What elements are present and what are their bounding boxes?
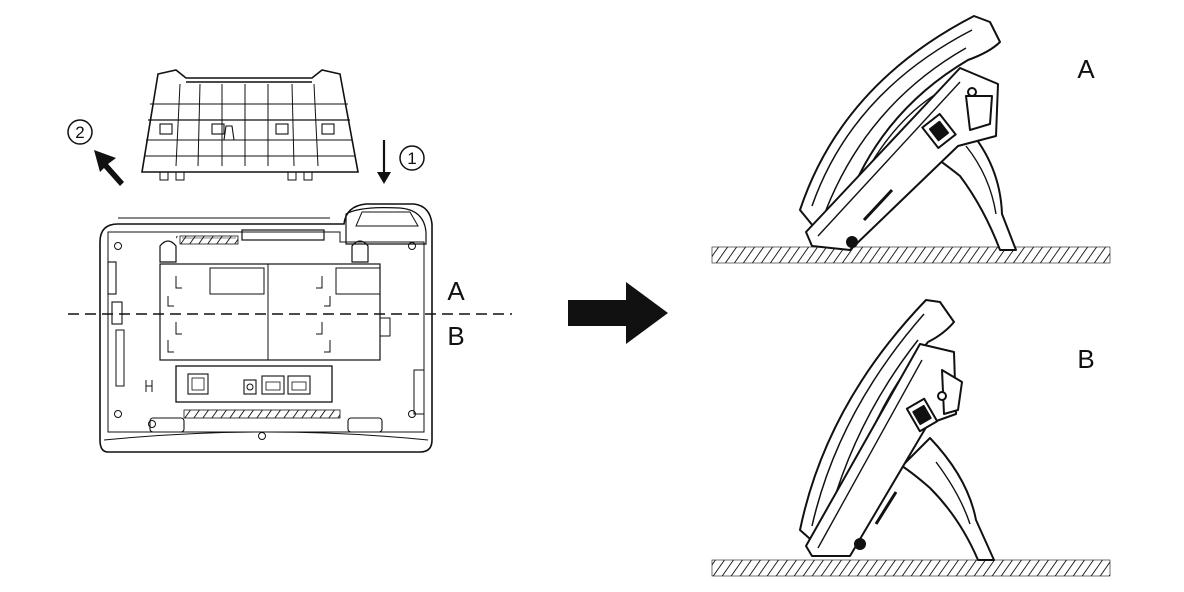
step-2-number: 2	[75, 123, 84, 142]
arrow-down-icon	[377, 140, 391, 184]
cut-label-lower: B	[447, 321, 464, 351]
step-2-marker: 2	[67, 119, 93, 145]
arrow-right-icon	[568, 282, 668, 344]
stand-bracket	[141, 69, 359, 181]
hatch-surface-icon	[711, 559, 1111, 577]
hatch-surface-icon	[711, 246, 1111, 264]
arrow-up-left-icon	[94, 150, 124, 186]
cut-label-upper: A	[447, 276, 465, 306]
step-1-marker: 1	[399, 145, 425, 171]
side-view-b	[711, 299, 1111, 577]
step-1-number: 1	[407, 149, 416, 168]
side-view-a	[711, 15, 1111, 264]
phone-base-top-view	[99, 203, 433, 453]
side-view-a-label: A	[1077, 54, 1095, 84]
side-view-b-label: B	[1077, 344, 1094, 374]
